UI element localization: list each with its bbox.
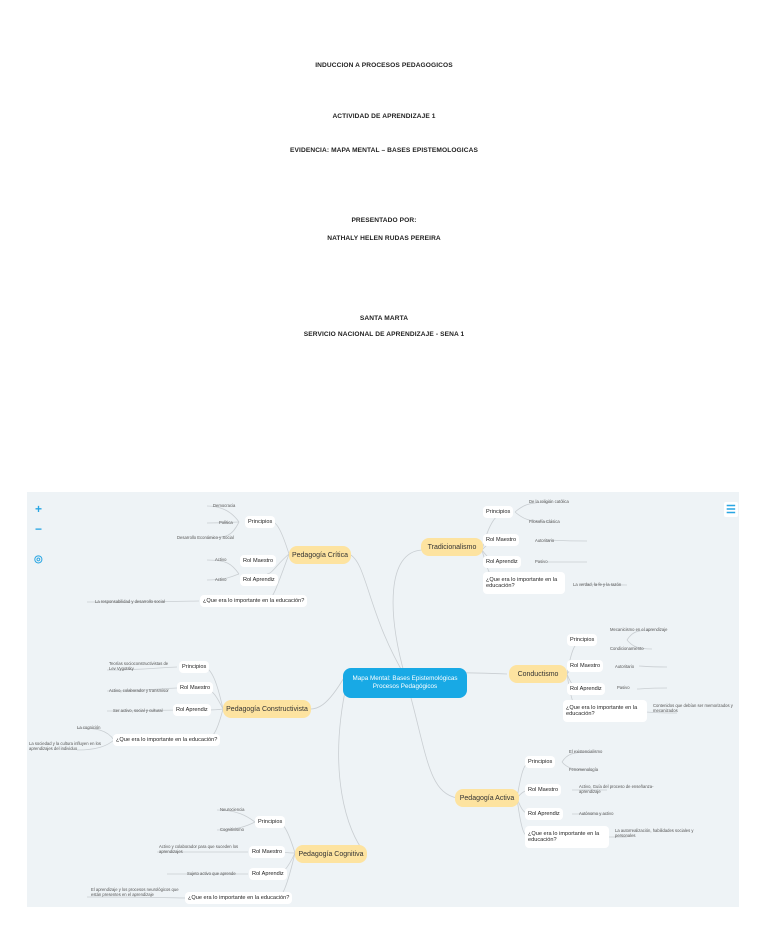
tradicionalismo-rol-maestro[interactable]: Rol Maestro	[483, 534, 520, 546]
activa-pregunta-value[interactable]: La autorrealización, habilidades sociale…	[615, 828, 694, 838]
critica-rol-aprendiz-value[interactable]: Activo	[215, 577, 227, 582]
center-map-icon[interactable]: ◎	[34, 554, 43, 565]
zoom-out-button[interactable]: −	[35, 522, 43, 536]
tradicionalismo-rol-aprendiz-value[interactable]: Pasivo	[535, 559, 548, 564]
activa-principios[interactable]: Principios	[525, 756, 556, 768]
tradicionalismo-principio-1[interactable]: De la religión católica	[529, 499, 569, 504]
evidence-title: EVIDENCIA: MAPA MENTAL – BASES EPISTEMOL…	[290, 147, 478, 154]
branch-tradicionalismo[interactable]: Tradicionalismo	[421, 538, 483, 556]
activa-rol-maestro-value[interactable]: Activo, Guía del proceso de enseñanza-ap…	[579, 784, 654, 794]
conductismo-rol-aprendiz-value[interactable]: Pasivo	[617, 685, 630, 690]
activa-rol-aprendiz[interactable]: Rol Aprendiz	[525, 808, 563, 820]
tradicionalismo-principios[interactable]: Principios	[483, 506, 514, 518]
tradicionalismo-principio-2[interactable]: Filosofía Clásica	[529, 519, 560, 524]
activa-rol-maestro[interactable]: Rol Maestro	[525, 784, 562, 796]
constructivista-principio-1[interactable]: Teorías socioconstructivistas de Lev Vyg…	[109, 661, 169, 671]
cognitiva-pregunta-value[interactable]: El aprendizaje y los procesos neurológic…	[91, 887, 179, 897]
tradicionalismo-rol-aprendiz[interactable]: Rol Aprendiz	[483, 556, 521, 568]
activa-principio-1[interactable]: El existencialismo	[569, 749, 603, 754]
branch-pedagogia-constructivista[interactable]: Pedagogía Constructivista	[223, 700, 311, 718]
critica-pregunta-value[interactable]: La responsabilidad y desarrollo social	[95, 599, 165, 604]
critica-principio-2[interactable]: Política	[219, 520, 233, 525]
cognitiva-principio-1[interactable]: Neurociencia	[220, 807, 245, 812]
constructivista-rol-aprendiz[interactable]: Rol Aprendiz	[173, 704, 211, 716]
critica-rol-maestro-value[interactable]: Activo	[215, 557, 227, 562]
constructivista-pregunta[interactable]: ¿Que era lo importante en la educación?	[113, 734, 221, 746]
critica-pregunta[interactable]: ¿Que era lo importante en la educación?	[200, 595, 308, 607]
city: SANTA MARTA	[359, 315, 409, 322]
constructivista-principios[interactable]: Principios	[179, 661, 210, 673]
conductismo-rol-maestro[interactable]: Rol Maestro	[567, 660, 604, 672]
activa-pregunta[interactable]: ¿Que era lo importante en la educación?	[525, 826, 609, 848]
branch-pedagogia-activa[interactable]: Pedagogía Activa	[455, 789, 519, 807]
conductismo-rol-maestro-value[interactable]: Autoritario	[615, 664, 635, 669]
zoom-in-button[interactable]: +	[35, 502, 43, 516]
connector-lines	[76, 501, 678, 899]
activa-rol-aprendiz-value[interactable]: Autónomo y activo	[579, 811, 614, 816]
critica-rol-aprendiz[interactable]: Rol Aprendiz	[240, 574, 278, 586]
tradicionalismo-pregunta-value[interactable]: La verdad, la fe y la razón	[573, 582, 622, 587]
cognitiva-pregunta[interactable]: ¿Que era lo importante en la educación?	[185, 892, 293, 904]
conductismo-principio-2[interactable]: Condicionamiento	[610, 646, 644, 651]
conductismo-rol-aprendiz[interactable]: Rol Aprendiz	[567, 683, 605, 695]
constructivista-rol-maestro-value[interactable]: Activo, colaborador y transmisor	[109, 688, 169, 693]
constructivista-pregunta-value-2[interactable]: La sociedad y la cultura influyen en los…	[29, 741, 101, 751]
critica-principios[interactable]: Principios	[245, 516, 276, 528]
mind-map[interactable]: + − ◎ ☰ Mapa Mental: Bases Epistemológic…	[27, 492, 739, 907]
menu-icon[interactable]: ☰	[724, 502, 738, 517]
constructivista-rol-maestro[interactable]: Rol Maestro	[177, 682, 214, 694]
cognitiva-principios[interactable]: Principios	[255, 816, 286, 828]
conductismo-principios[interactable]: Principios	[567, 634, 598, 646]
tradicionalismo-rol-maestro-value[interactable]: Autoritario	[535, 538, 555, 543]
cognitiva-rol-aprendiz[interactable]: Rol Aprendiz	[249, 868, 287, 880]
activa-principio-2[interactable]: Fenomenología	[569, 767, 599, 772]
cognitiva-rol-maestro[interactable]: Rol Maestro	[249, 846, 286, 858]
critica-principio-3[interactable]: Desarrollo Económico y Social	[177, 535, 234, 540]
activity-title: ACTIVIDAD DE APRENDIZAJE 1	[332, 113, 436, 120]
conductismo-pregunta[interactable]: ¿Que era lo importante en la educación?	[563, 700, 647, 722]
cognitiva-principio-2[interactable]: Cognitivismo	[220, 827, 244, 832]
critica-principio-1[interactable]: Democracia	[213, 503, 236, 508]
branch-pedagogia-cognitiva[interactable]: Pedagogía Cognitiva	[295, 845, 367, 863]
cognitiva-rol-maestro-value[interactable]: Activo y colaborador para que suceden lo…	[159, 844, 239, 854]
critica-rol-maestro[interactable]: Rol Maestro	[240, 555, 277, 567]
constructivista-pregunta-value-1[interactable]: La cognición	[77, 725, 101, 730]
central-topic[interactable]: Mapa Mental: Bases Epistemológicas Proce…	[343, 668, 467, 698]
tradicionalismo-pregunta[interactable]: ¿Que era lo importante en la educación?	[483, 572, 565, 594]
branch-conductismo[interactable]: Conductismo	[509, 665, 567, 683]
conductismo-principio-1[interactable]: Mecanicismo en el aprendizaje	[610, 627, 668, 632]
branch-pedagogia-critica[interactable]: Pedagogía Crítica	[289, 546, 351, 564]
institution: SERVICIO NACIONAL DE APRENDIZAJE - SENA …	[303, 331, 465, 338]
course-title: INDUCCION A PROCESOS PEDAGOGICOS	[315, 62, 453, 69]
constructivista-rol-aprendiz-value[interactable]: Ser activo, social y cultural	[113, 708, 163, 713]
conductismo-pregunta-value[interactable]: Contenidos que debían ser memorizados y …	[653, 703, 733, 713]
cognitiva-rol-aprendiz-value[interactable]: Sujeto activo que aprende	[187, 871, 236, 876]
author-name: NATHALY HELEN RUDAS PEREIRA	[327, 235, 441, 242]
presented-by-label: PRESENTADO POR:	[351, 217, 417, 224]
